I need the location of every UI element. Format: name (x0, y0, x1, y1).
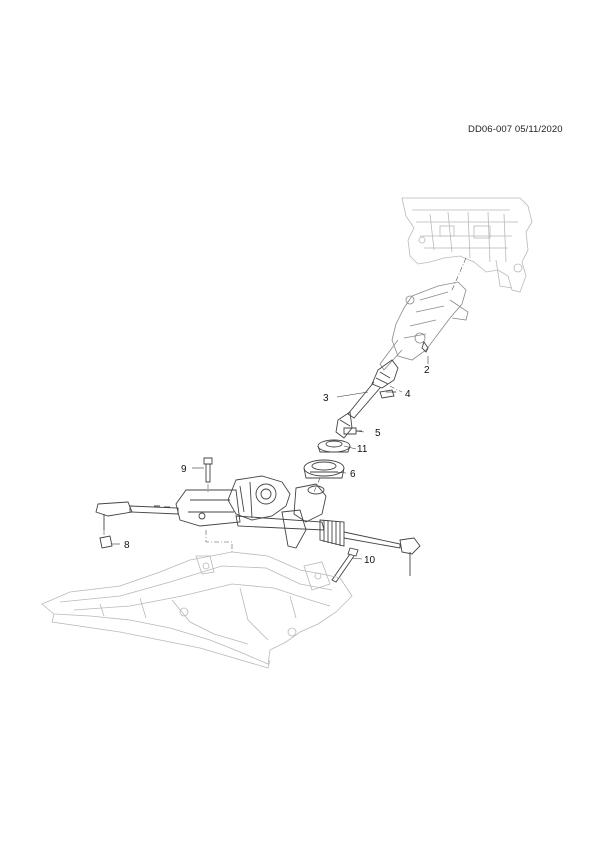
callout-5: 5 (375, 428, 381, 439)
callout-6: 6 (350, 469, 356, 480)
front-subframe (41, 551, 353, 669)
bolt-part-5 (343, 427, 362, 435)
intermediate-shaft (335, 359, 403, 439)
seal-part-11 (317, 439, 351, 453)
nut-part-8 (99, 535, 113, 549)
callout-3: 3 (323, 393, 329, 404)
boot-part-6 (303, 459, 345, 479)
leader-lines (112, 356, 429, 560)
diagram-reference-code: DD06-007 05/11/2020 (468, 124, 563, 135)
bolt-part-10 (331, 547, 359, 583)
steering-column (379, 281, 469, 371)
callout-8: 8 (124, 540, 130, 551)
steering-gear-rack (95, 475, 421, 576)
cross-car-beam (401, 197, 533, 293)
bolt-part-9 (203, 457, 213, 483)
callout-4: 4 (405, 389, 411, 400)
callout-10: 10 (364, 555, 376, 566)
bolt-part-4 (379, 389, 396, 399)
callout-9: 9 (181, 464, 187, 475)
callout-11: 11 (357, 444, 368, 455)
callout-2: 2 (424, 365, 430, 376)
mounting-reference-line (205, 530, 233, 554)
